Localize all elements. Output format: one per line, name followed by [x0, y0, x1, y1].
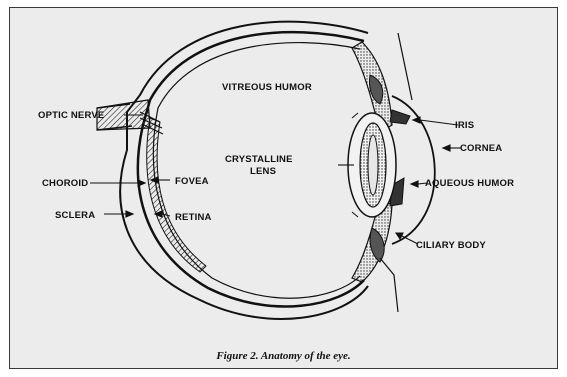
iris-upper	[390, 110, 410, 124]
label-aqueous-humor: AQUEOUS HUMOR	[425, 178, 514, 189]
retina-layer	[147, 118, 206, 272]
label-retina: RETINA	[175, 212, 212, 223]
label-fovea: FOVEA	[175, 176, 209, 187]
label-lens: LENS	[250, 166, 276, 177]
label-ciliary-body: CILIARY BODY	[416, 240, 486, 251]
label-crystalline: CRYSTALLINE	[225, 154, 293, 165]
label-vitreous-humor: VITREOUS HUMOR	[222, 82, 312, 93]
label-choroid: CHOROID	[42, 178, 88, 189]
label-sclera: SCLERA	[55, 210, 95, 221]
label-cornea: CORNEA	[460, 143, 502, 154]
label-iris: IRIS	[455, 120, 474, 131]
figure-caption: Figure 2. Anatomy of the eye.	[0, 350, 567, 362]
label-optic-nerve: OPTIC NERVE	[38, 110, 104, 121]
